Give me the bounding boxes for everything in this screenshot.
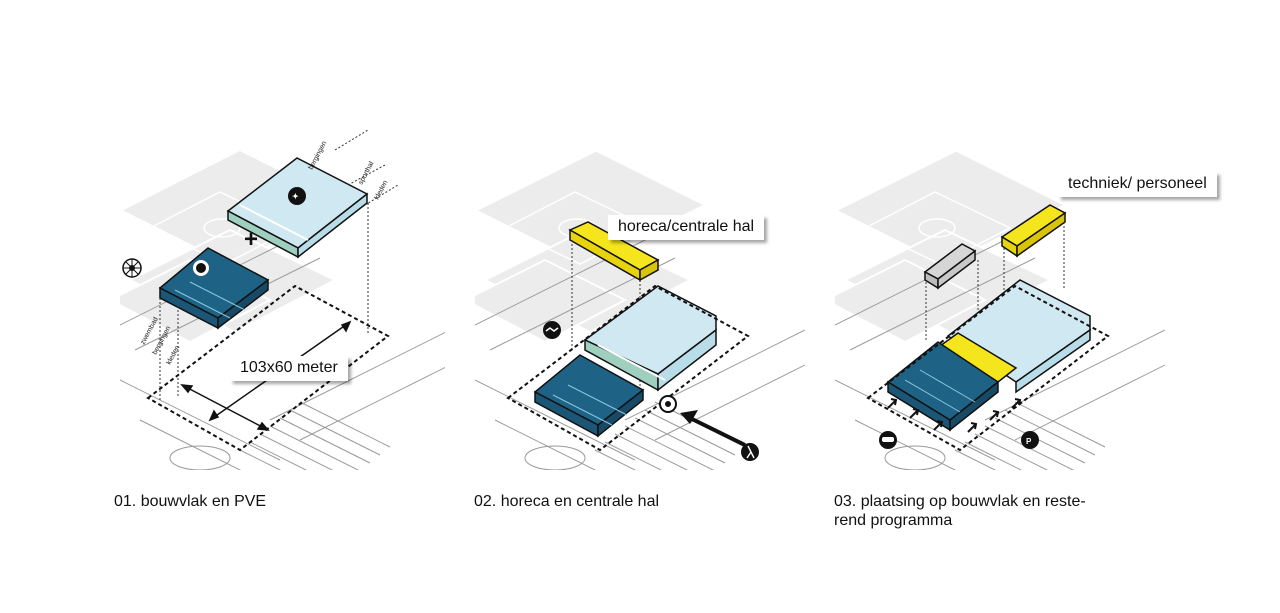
zwembad-block: [158, 247, 270, 330]
bouwvlak-outline: [146, 284, 390, 452]
pool-label-3: kleden: [166, 344, 182, 366]
techniek-tag: techniek/ personeel: [1058, 172, 1217, 197]
entrance-icon: [659, 395, 677, 413]
hall-label-3: kleden: [374, 179, 390, 201]
panel-3: P: [835, 149, 1165, 470]
panel-1: ✦ +: [120, 129, 445, 470]
bouwvlak-outline-2: [506, 284, 750, 452]
panel-2: [475, 149, 805, 470]
parking-icon: P: [1021, 431, 1039, 449]
plus-sign: +: [244, 226, 258, 253]
access-arrows: [887, 398, 1022, 433]
caption-2: 02. horeca en centrale hal: [474, 493, 660, 510]
caption-3-line-1: 03. plaatsing op bouwvlak en reste-: [834, 493, 1086, 510]
svg-text:✦: ✦: [292, 192, 299, 201]
hall-label-1: bergingen: [308, 140, 329, 171]
caption-3: 03. plaatsing op bouwvlak en reste- rend…: [834, 492, 1086, 530]
caption-3-line-2: rend programma: [834, 512, 953, 529]
bouwvlak-outline-3: [866, 284, 1110, 452]
handshake-icon: [543, 321, 561, 339]
hall-label-2: sporthal: [358, 160, 376, 186]
pool-block-2: [533, 354, 645, 438]
techniek-bar: [1000, 204, 1067, 258]
horeca-tag: horeca/centrale hal: [608, 215, 765, 240]
entrance-arrow: [680, 410, 746, 447]
sport-icon: [288, 187, 306, 205]
pedestrian-icon: [741, 443, 759, 461]
svg-text:P: P: [1026, 437, 1032, 446]
dimension-label: 103x60 meter: [230, 356, 348, 381]
caption-1: 01. bouwvlak en PVE: [114, 493, 267, 510]
hall-block-2: [583, 285, 717, 392]
sporthal-block: ✦: [226, 157, 369, 259]
wheel-icon: [122, 258, 142, 278]
car-icon: [879, 431, 897, 449]
grey-bar: [923, 243, 977, 290]
